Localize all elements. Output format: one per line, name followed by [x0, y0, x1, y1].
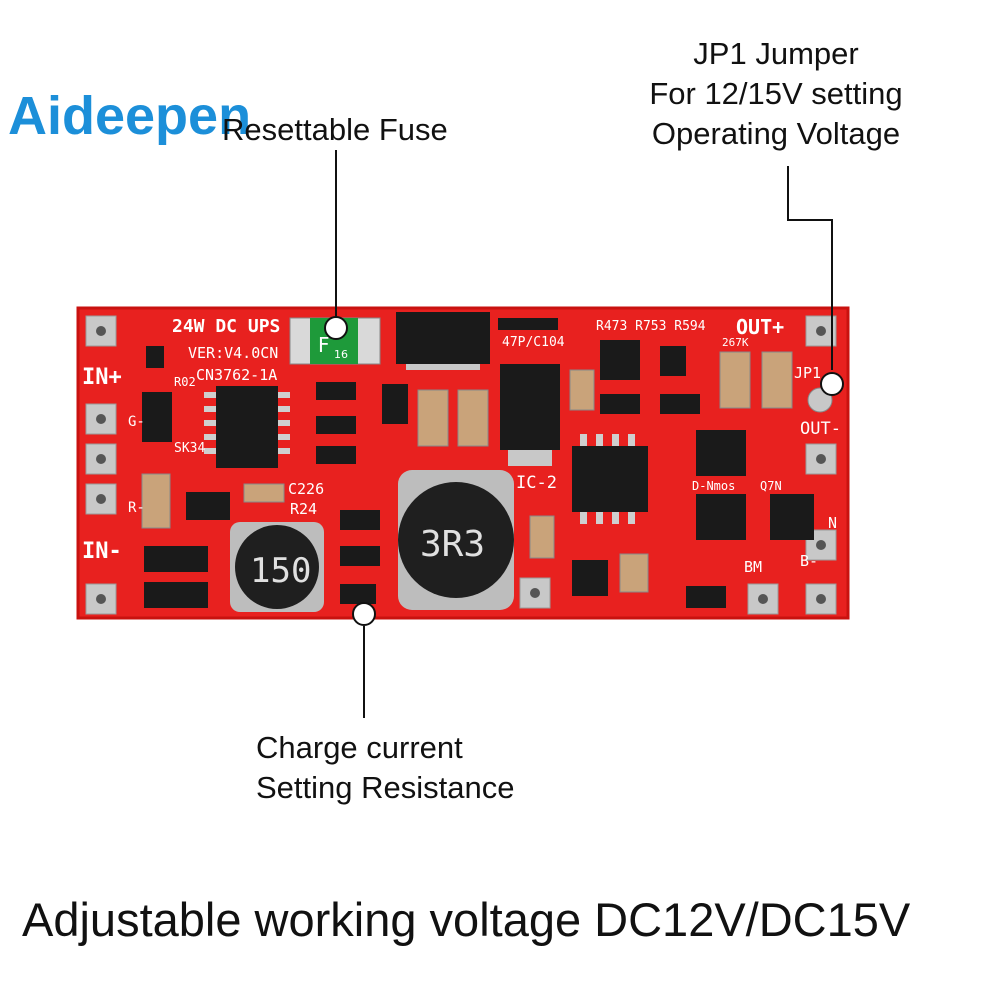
product-caption: Adjustable working voltage DC12V/DC15V	[22, 893, 911, 946]
silk-b-minus: B-	[800, 552, 818, 570]
silk-out-minus: OUT-	[800, 419, 841, 439]
capacitor	[529, 515, 555, 559]
silk-jp1: JP1	[794, 364, 821, 382]
capacitor	[457, 389, 489, 447]
resistor-dark	[498, 318, 558, 330]
silk-r24: R24	[290, 500, 317, 518]
ic-2-chip	[572, 446, 648, 512]
fuse-mark: F	[318, 333, 330, 357]
silk-267k: 267K	[722, 336, 749, 349]
jumper-callout-line-2: For 12/15V setting	[649, 76, 903, 111]
silk-out-plus: OUT+	[736, 315, 784, 339]
silk-r02: R02	[174, 375, 196, 389]
capacitor	[619, 553, 649, 593]
capacitor	[569, 369, 595, 411]
inductor-3r3	[398, 482, 514, 598]
logo-text: Aideepen	[8, 86, 251, 146]
silk-r-minus: R-	[128, 500, 145, 516]
brand-logo: Aideepen	[8, 86, 251, 146]
fuse-callout: Resettable Fuse	[222, 110, 448, 150]
capacitor	[761, 351, 793, 409]
capacitor	[417, 389, 449, 447]
pad-g	[85, 403, 117, 435]
inductor-150-label: 150	[250, 551, 311, 591]
charge-callout-dot	[352, 602, 376, 626]
resistor	[316, 446, 356, 464]
resistor	[660, 394, 700, 414]
transistor	[186, 492, 230, 520]
silk-resistors-top: R473 R753 R594	[596, 319, 706, 334]
mosfet-d	[696, 430, 746, 476]
capacitor	[243, 483, 285, 503]
jumper-callout-line	[787, 166, 833, 370]
charge-callout-line-1: Charge current	[256, 730, 463, 765]
silk-title: 24W DC UPS	[172, 316, 280, 337]
jumper-callout-line-3: Operating Voltage	[651, 116, 901, 151]
resistor	[660, 346, 686, 376]
ic-cn3762	[216, 386, 278, 468]
silk-n: N	[828, 514, 837, 532]
capacitor	[719, 351, 751, 409]
silk-q7n: Q7N	[760, 479, 782, 493]
inductor-3r3-label: 3R3	[420, 524, 485, 565]
silk-bm: BM	[744, 558, 762, 576]
inductor-150	[235, 525, 319, 609]
silk-c226: C226	[288, 480, 324, 498]
silk-ic2: IC-2	[516, 473, 557, 493]
fuse-callout-dot	[324, 316, 348, 340]
silk-g-minus: G-	[128, 414, 145, 430]
silk-cap-label: 47P/C104	[502, 335, 565, 350]
silk-in-plus: IN+	[82, 365, 122, 390]
resistor	[686, 586, 726, 608]
mosfet-n	[770, 494, 814, 540]
mosfet-top	[396, 312, 490, 364]
diode-sk34	[142, 392, 172, 442]
fuse-number: 16	[334, 348, 348, 361]
silk-sk34: SK34	[174, 441, 205, 456]
silk-d-nmos: D-Nmos	[692, 479, 735, 493]
charge-resistor	[340, 584, 376, 604]
diode	[144, 546, 208, 572]
fuse-callout-line-1: Resettable Fuse	[222, 112, 448, 147]
mosfet-q	[696, 494, 746, 540]
silk-version: VER:V4.0CN	[188, 344, 278, 362]
charge-callout-line-2: Setting Resistance	[256, 770, 515, 805]
pad-bottom	[519, 577, 551, 609]
jumper-callout-dot	[820, 372, 844, 396]
diode	[144, 582, 208, 608]
transistor	[600, 340, 640, 380]
diode-small	[382, 384, 408, 424]
charge-callout: Charge current Setting Resistance	[256, 728, 514, 808]
resistor	[340, 546, 380, 566]
jumper-callout-line-1: JP1 Jumper	[693, 36, 859, 71]
power-device	[500, 364, 560, 450]
resistor	[600, 394, 640, 414]
jumper-callout: JP1 Jumper For 12/15V setting Operating …	[640, 34, 912, 154]
resistor	[316, 382, 356, 400]
resistor	[146, 346, 164, 368]
silk-in-minus: IN-	[82, 539, 122, 564]
capacitor	[141, 473, 171, 529]
transistor	[572, 560, 608, 596]
silk-chip: CN3762-1A	[196, 366, 277, 384]
resistor	[340, 510, 380, 530]
resistor	[316, 416, 356, 434]
